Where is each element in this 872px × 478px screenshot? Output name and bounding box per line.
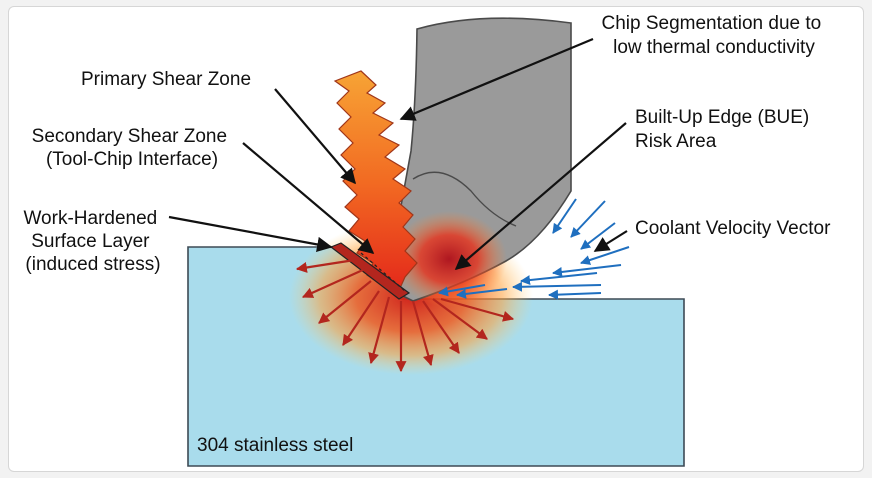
label-line: low thermal conductivity	[613, 37, 815, 58]
label-line: Work-Hardened	[23, 208, 157, 229]
label-secondary-shear: Secondary Shear Zone (Tool-Chip Interfac…	[32, 126, 233, 170]
diagram-frame: Chip Segmentation due to low thermal con…	[8, 6, 864, 472]
bue-risk-glow	[391, 211, 507, 307]
label-bue: Built-Up Edge (BUE) Risk Area	[635, 107, 815, 152]
label-material: 304 stainless steel	[197, 435, 353, 456]
stress-arrows	[295, 257, 515, 373]
label-coolant: Coolant Velocity Vector	[635, 218, 831, 239]
label-work-hardened: Work-Hardened Surface Layer (induced str…	[23, 208, 162, 275]
label-line: Risk Area	[635, 131, 717, 152]
stress-arrow	[422, 300, 460, 354]
label-line: Coolant Velocity Vector	[635, 218, 831, 239]
machining-diagram: Chip Segmentation due to low thermal con…	[23, 13, 831, 467]
stress-arrow	[295, 257, 362, 273]
coolant-arrows	[438, 198, 630, 300]
stress-arrow	[301, 267, 366, 299]
coolant-arrow	[580, 222, 616, 250]
leader-chip-segmentation	[399, 37, 594, 121]
label-line: Surface Layer	[31, 231, 150, 252]
label-line: Built-Up Edge (BUE)	[635, 107, 809, 128]
stress-arrow	[440, 297, 515, 322]
label-line: (induced stress)	[25, 254, 160, 275]
label-primary-shear: Primary Shear Zone	[81, 69, 251, 90]
leader-coolant	[593, 230, 628, 252]
coolant-arrow	[552, 264, 622, 277]
coolant-arrow	[552, 198, 577, 234]
coolant-arrow	[570, 200, 606, 238]
label-line: 304 stainless steel	[197, 435, 353, 456]
coolant-arrow	[456, 288, 508, 299]
label-line: Chip Segmentation due to	[602, 13, 822, 34]
leader-work-hardened	[168, 215, 333, 253]
coolant-arrow	[512, 281, 602, 292]
label-line: Primary Shear Zone	[81, 69, 251, 90]
label-line: (Tool-Chip Interface)	[46, 149, 218, 170]
secondary-shear-interface	[360, 252, 406, 292]
leader-lines	[168, 37, 628, 271]
coolant-arrow	[438, 284, 486, 297]
tool-rake-curve	[412, 171, 517, 227]
segmented-chip	[333, 70, 418, 296]
stress-arrow	[411, 300, 434, 367]
leader-primary-shear	[274, 88, 356, 185]
stress-arrow	[368, 296, 391, 365]
stress-arrow	[342, 290, 380, 346]
coolant-arrow	[520, 272, 598, 286]
stress-arrow	[432, 298, 488, 340]
leader-secondary-shear	[242, 142, 375, 254]
label-line: Secondary Shear Zone	[32, 126, 227, 147]
coolant-arrow	[580, 246, 630, 265]
coolant-arrow	[548, 289, 602, 300]
label-chip-segmentation: Chip Segmentation due to low thermal con…	[602, 13, 827, 58]
leader-bue	[454, 122, 627, 271]
work-hardened-layer	[329, 242, 411, 300]
stress-arrow	[318, 280, 372, 324]
